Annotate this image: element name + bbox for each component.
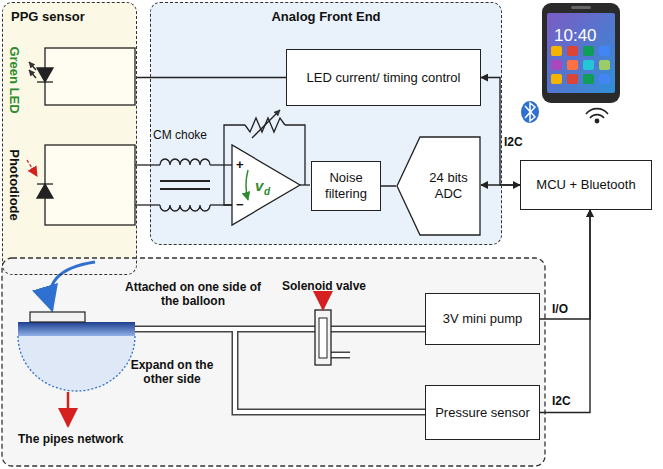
filter-box: Noise filtering [311,161,381,211]
annotation: Attached on one side of the balloon [118,280,268,309]
voltage-symbol: v [255,177,263,195]
wifi-symbol [586,109,608,123]
app-icon [567,60,578,70]
adc-shape [397,137,480,235]
afe-ground [150,2,502,245]
box-label: 24 bits ADC [421,170,477,201]
control-box: LED current/ timing control [286,49,481,106]
bus-label: I/O [552,302,568,316]
app-icon [583,60,594,70]
app-icon [551,60,562,70]
photodiode-symbol [27,145,135,225]
app-icon [599,46,610,56]
input-sign: + [236,157,244,173]
app-icon [599,60,610,70]
app-icon [567,46,578,56]
connector [540,210,590,413]
box-label: LED current/ timing control [307,70,461,86]
ppg-ground [2,2,137,275]
pump-box: 3V mini pump [425,293,540,345]
smartphone [542,3,620,103]
led-label: Green LED [6,46,22,113]
choke-label: CM choke [153,128,207,142]
app-icon [567,74,578,84]
clock-text: 10:40 [554,26,597,46]
sensor-region: PPG sensor [2,2,137,275]
mcu-box: MCU + Bluetooth [520,160,652,210]
annotation: Expand on the other side [126,358,218,387]
bus-label: I2C [504,135,523,149]
voltage-subscript: d [264,186,270,198]
app-icon [583,74,594,84]
balloon [18,262,135,426]
bluetooth-icon [521,101,539,123]
photodiode-label: Photodiode [6,149,22,221]
app-icon [599,74,610,84]
signal-wires [135,110,310,225]
box-label: Pressure sensor [435,405,530,421]
input-sign: − [236,197,244,213]
connector [540,210,590,319]
app-icon [551,46,562,56]
box-label: Noise filtering [317,170,375,201]
box-label: MCU + Bluetooth [536,177,635,193]
connector [481,78,520,186]
valve-label: Solenoid valve [282,279,366,293]
app-icon [583,46,594,56]
pneumatic-region [2,258,545,466]
box-label: 3V mini pump [443,311,522,327]
afe-region: LED current/ timing controlNoise filteri… [150,2,502,245]
connector [137,77,286,78]
annotation: The pipes network [18,432,123,446]
solenoid-valve [315,296,331,365]
sensor-box: Pressure sensor [425,385,540,440]
adc-block: 24 bits ADC [396,136,481,236]
bus-label: I2C [552,394,571,408]
region-title: Analog Front End [151,9,501,25]
region-title: PPG sensor [11,9,85,25]
led-symbol [29,48,135,105]
app-icon [551,74,562,84]
